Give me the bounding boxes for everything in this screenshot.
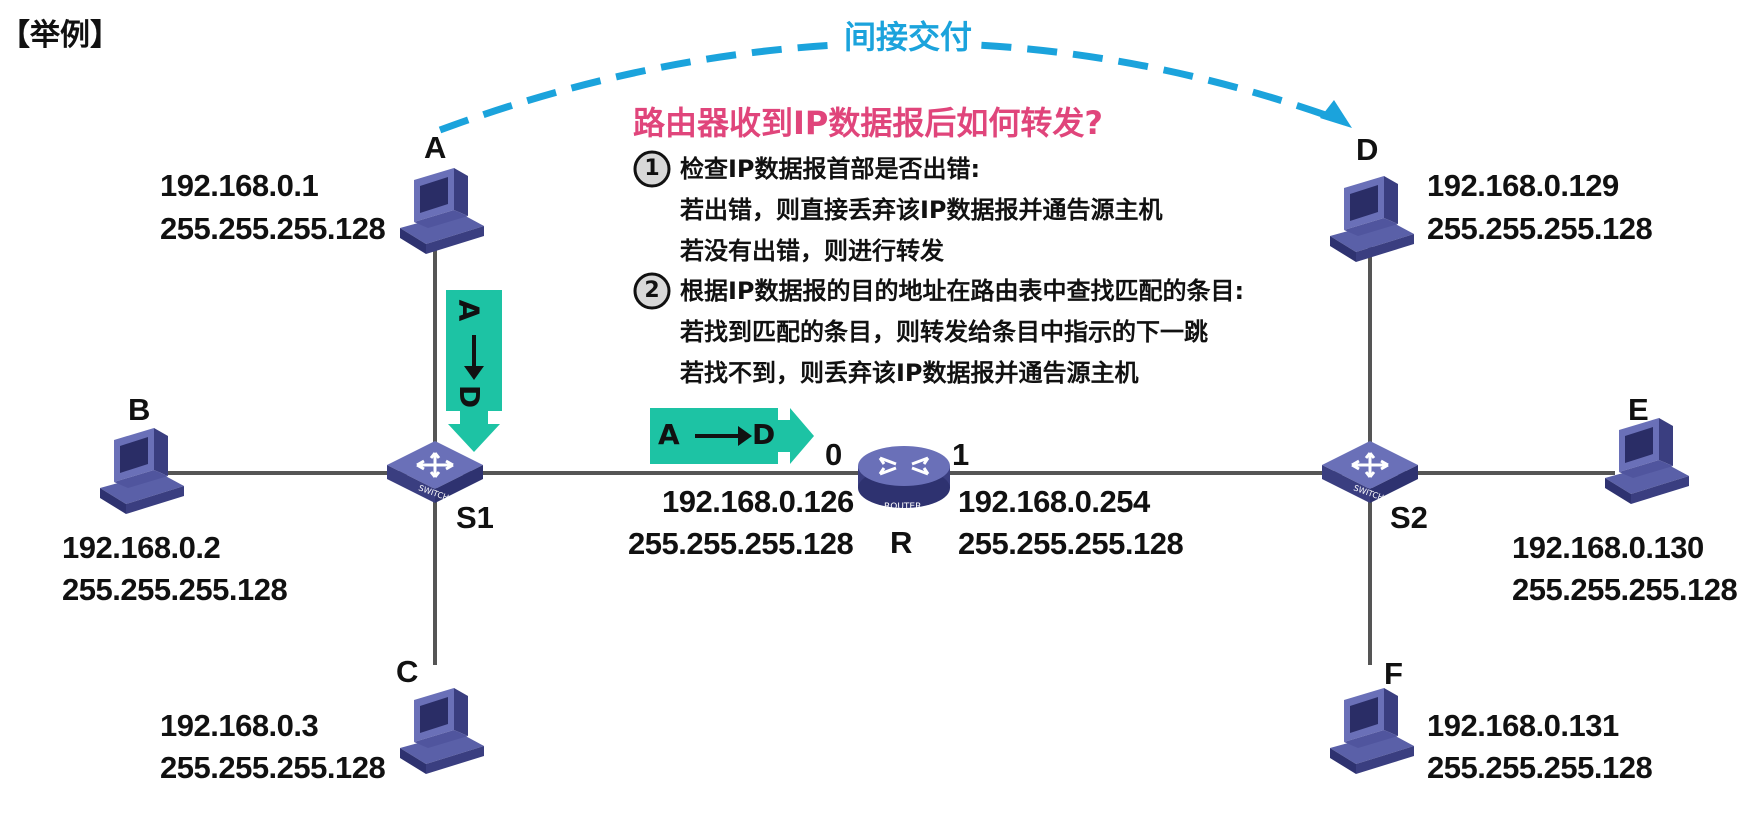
router-name: R (890, 525, 913, 560)
example-tag: 【举例】 (0, 18, 120, 53)
step-2-number: 2 (644, 278, 660, 303)
step-2-circle (633, 272, 671, 310)
host-b-label: B (128, 392, 151, 427)
router-if0-ip: 192.168.0.126 (662, 484, 854, 519)
packet-vertical-dst: D (453, 384, 487, 409)
host-c-computer-icon (400, 688, 484, 774)
step-2-line-1: 根据IP数据报的目的地址在路由表中查找匹配的条目: (680, 277, 1245, 305)
host-f-label: F (1384, 656, 1403, 691)
host-f-ip: 192.168.0.131 (1427, 708, 1619, 743)
router-if0-mask: 255.255.255.128 (628, 526, 854, 561)
packet-vertical-src: A (452, 299, 486, 322)
router-if1-mask: 255.255.255.128 (958, 526, 1184, 561)
host-d-label: D (1356, 132, 1379, 167)
host-e-ip: 192.168.0.130 (1512, 530, 1704, 565)
step-1-line-1: 检查IP数据报首部是否出错: (680, 155, 981, 183)
packet-vertical (446, 290, 502, 452)
step-2-line-2: 若找到匹配的条目，则转发给条目中指示的下一跳 (680, 318, 1208, 346)
packet-horizontal-src: A (658, 418, 680, 451)
host-c-ip: 192.168.0.3 (160, 708, 319, 743)
host-b-mask: 255.255.255.128 (62, 572, 288, 607)
host-b-ip: 192.168.0.2 (62, 530, 221, 565)
host-a-mask: 255.255.255.128 (160, 211, 386, 246)
router-if1-ip: 192.168.0.254 (958, 484, 1150, 519)
indirect-delivery-label: 间接交付 (838, 12, 979, 58)
switch-s2-name: S2 (1390, 500, 1428, 535)
host-e-mask: 255.255.255.128 (1512, 572, 1738, 607)
indirect-delivery-arrowhead (1320, 100, 1352, 128)
step-1-number: 1 (644, 156, 660, 181)
host-f-mask: 255.255.255.128 (1427, 750, 1653, 785)
host-d-computer-icon (1330, 176, 1414, 262)
step-1-circle (633, 150, 671, 188)
host-d-ip: 192.168.0.129 (1427, 168, 1619, 203)
router-icon (856, 444, 952, 510)
host-e-label: E (1628, 392, 1649, 427)
question-title: 路由器收到IP数据报后如何转发? (633, 104, 1103, 142)
host-c-mask: 255.255.255.128 (160, 750, 386, 785)
step-1-line-3: 若没有出错，则进行转发 (680, 237, 944, 265)
step-2-line-3: 若找不到，则丢弃该IP数据报并通告源主机 (680, 359, 1139, 387)
host-a-label: A (424, 130, 447, 165)
host-f-computer-icon (1330, 688, 1414, 774)
host-d-mask: 255.255.255.128 (1427, 211, 1653, 246)
host-a-computer-icon (400, 168, 484, 254)
host-c-label: C (396, 654, 419, 689)
step-1-line-2: 若出错，则直接丢弃该IP数据报并通告源主机 (680, 196, 1163, 224)
switch-s1-name: S1 (456, 500, 494, 535)
packet-horizontal (650, 408, 814, 464)
host-a-ip: 192.168.0.1 (160, 168, 319, 203)
host-e-computer-icon (1605, 418, 1689, 504)
router-port-1: 1 (952, 437, 970, 472)
router-port-0: 0 (825, 437, 843, 472)
router-label: ROUTER (884, 502, 921, 512)
packet-horizontal-dst: D (752, 418, 776, 451)
